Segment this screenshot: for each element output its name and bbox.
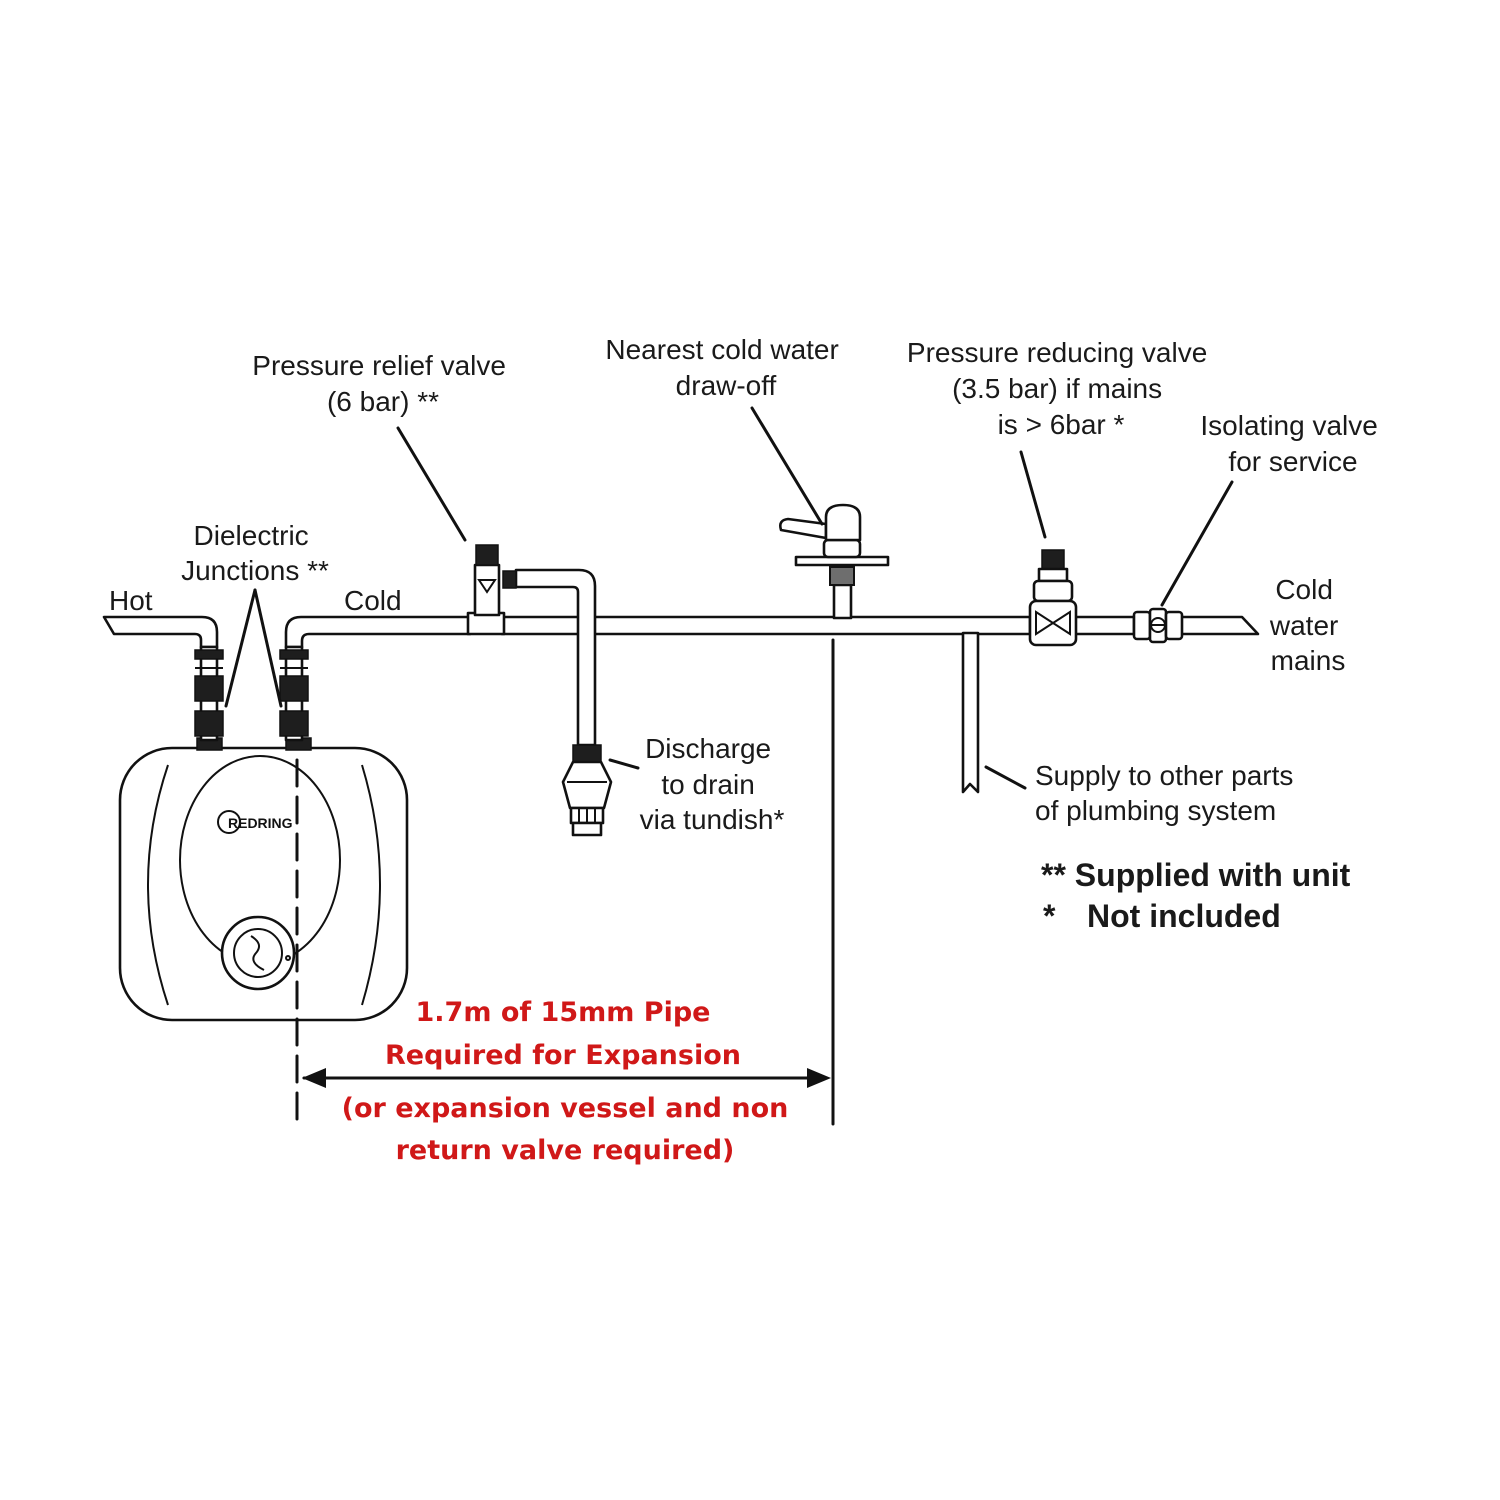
water-heater: REDRING bbox=[118, 737, 409, 1022]
isolating-valve bbox=[1132, 607, 1184, 644]
label-discharge: Discharge to drain via tundish* bbox=[640, 733, 785, 835]
cold-inlet-pipe bbox=[284, 615, 472, 649]
dimension-arrow-right bbox=[807, 1068, 831, 1088]
cold-water-tap bbox=[779, 503, 890, 586]
heater-body bbox=[118, 746, 409, 1022]
cold-main-pipe-2 bbox=[1072, 615, 1136, 636]
pressure-relief-valve bbox=[466, 544, 517, 636]
tap-lever bbox=[779, 517, 828, 540]
label-hot: Hot bbox=[109, 585, 153, 616]
leader-supply bbox=[984, 765, 1027, 790]
supply-branch-pipe bbox=[961, 631, 980, 794]
heater-right-panel bbox=[361, 764, 381, 1006]
label-pressure-reducing: Pressure reducing valve (3.5 bar) if mai… bbox=[907, 337, 1215, 440]
tap-head bbox=[824, 503, 862, 542]
dielectric-junction-hot bbox=[194, 645, 224, 742]
leader-dielectric-1 bbox=[224, 588, 257, 708]
label-dielectric-junctions: Dielectric Junctions ** bbox=[181, 520, 329, 586]
temperature-dial bbox=[220, 915, 296, 991]
legend-not-included-mark: * bbox=[1043, 898, 1056, 934]
label-pressure-relief: Pressure relief valve (6 bar) ** bbox=[252, 350, 513, 417]
leader-draw-off bbox=[750, 406, 824, 526]
leader-pressure-relief bbox=[396, 426, 467, 542]
leader-isolating-valve bbox=[1160, 480, 1234, 607]
expansion-dimension bbox=[295, 638, 835, 1127]
dimension-arrow-left bbox=[302, 1068, 326, 1088]
brand-text: REDRING bbox=[228, 815, 293, 831]
tundish bbox=[561, 744, 613, 837]
draw-off-riser bbox=[832, 583, 853, 620]
leader-discharge bbox=[608, 758, 640, 770]
note-pipe-length: 1.7m of 15mm Pipe bbox=[416, 997, 711, 1028]
label-nearest-draw-off: Nearest cold water draw-off bbox=[605, 334, 846, 401]
label-supply-other: Supply to other parts of plumbing system bbox=[1035, 760, 1301, 826]
discharge-pipe bbox=[514, 568, 597, 747]
legend-not-included: Not included bbox=[1087, 898, 1281, 934]
redring-logo: REDRING bbox=[217, 810, 293, 834]
leader-dielectric-2 bbox=[253, 588, 283, 708]
label-cold: Cold bbox=[344, 585, 402, 616]
hot-pipe bbox=[102, 615, 219, 649]
note-required-expansion: Required for Expansion bbox=[385, 1040, 741, 1071]
label-isolating-valve: Isolating valve for service bbox=[1200, 410, 1385, 477]
cold-mains-pipe bbox=[1178, 615, 1260, 636]
leader-lines bbox=[224, 406, 1234, 790]
legend-supplied-with-unit: ** Supplied with unit bbox=[1041, 857, 1351, 893]
heater-left-panel bbox=[147, 764, 169, 1006]
leader-pressure-reducing bbox=[1019, 450, 1047, 539]
note-non-return-valve: return valve required) bbox=[396, 1135, 735, 1166]
note-expansion-vessel: (or expansion vessel and non bbox=[342, 1093, 789, 1124]
dielectric-junction-cold bbox=[279, 645, 309, 742]
pressure-reducing-valve bbox=[1028, 549, 1078, 647]
label-cold-water-mains: Cold water mains bbox=[1269, 574, 1346, 676]
